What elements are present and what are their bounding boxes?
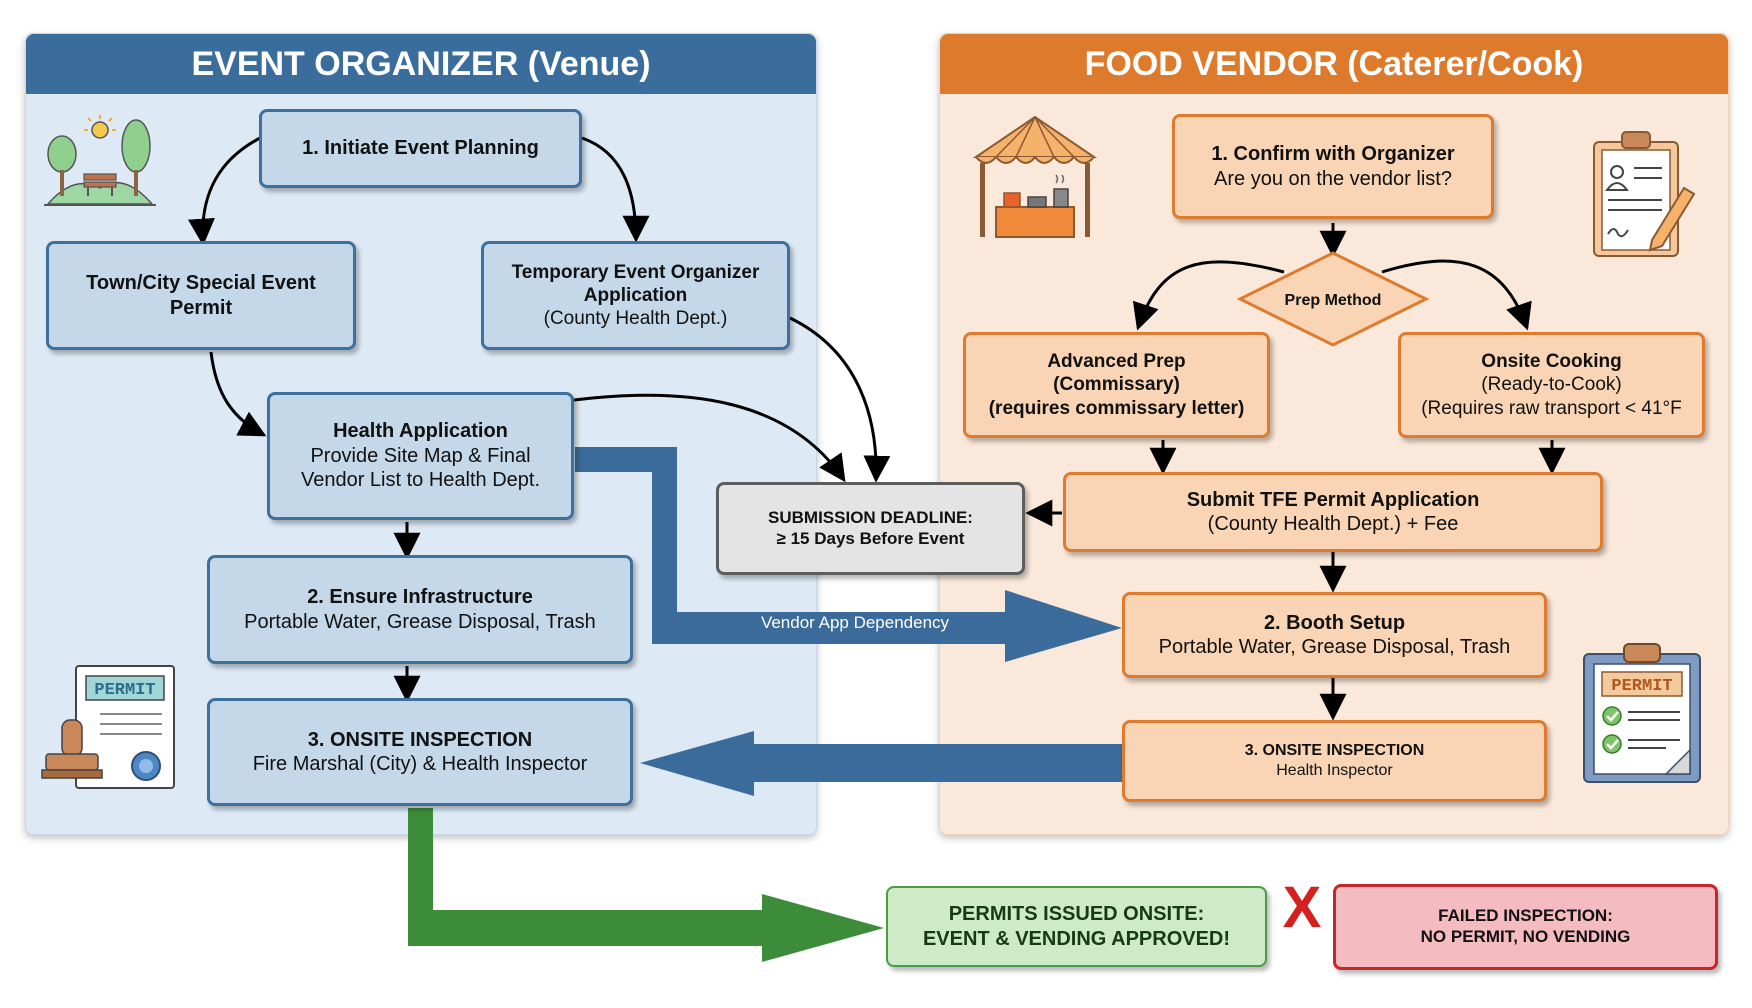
step-confirm-with-organizer: 1. Confirm with Organizer Are you on the… — [1172, 114, 1494, 219]
park-icon — [44, 115, 156, 206]
permit-checklist-icon: PERMIT — [1583, 643, 1701, 783]
vendor-lane-title: FOOD VENDOR (Caterer/Cook) — [940, 34, 1728, 94]
step-special-permit-title: Town/City Special Event Permit — [86, 272, 316, 319]
step-booth-subtitle: Portable Water, Grease Disposal, Trash — [1158, 636, 1511, 658]
vendor-booth-icon — [972, 115, 1098, 238]
outcome-failed: FAILED INSPECTION: NO PERMIT, NO VENDING — [1333, 884, 1718, 970]
step-health-line1: Provide Site Map & Final — [310, 444, 531, 467]
step-infra-subtitle: Portable Water, Grease Disposal, Trash — [244, 610, 596, 633]
step-vendor-inspection: 3. ONSITE INSPECTION Health Inspector — [1122, 720, 1547, 802]
step-advanced-line3: (requires commissary letter) — [988, 397, 1245, 419]
step-advanced-line2: (Commissary) — [1053, 374, 1180, 396]
step-temporg-subtitle: (County Health Dept.) — [543, 308, 728, 330]
step-submit-subtitle: (County Health Dept.) + Fee — [1207, 513, 1459, 535]
outcome-failed-line2: NO PERMIT, NO VENDING — [1420, 927, 1631, 946]
step-booth-title: 2. Booth Setup — [1263, 611, 1406, 634]
step-temporary-organizer-app: Temporary Event Organizer Application (C… — [481, 241, 790, 350]
step-advanced-prep: Advanced Prep (Commissary) (requires com… — [963, 332, 1270, 438]
organizer-lane-title: EVENT ORGANIZER (Venue) — [26, 34, 816, 94]
step-confirm-title: 1. Confirm with Organizer — [1211, 143, 1455, 166]
step-submit-title: Submit TFE Permit Application — [1186, 488, 1480, 511]
outcome-approved: PERMITS ISSUED ONSITE: EVENT & VENDING A… — [886, 886, 1267, 967]
step-special-event-permit: Town/City Special Event Permit — [46, 241, 356, 350]
permit-stamp-text: PERMIT — [94, 681, 155, 700]
outcome-approved-line2: EVENT & VENDING APPROVED! — [922, 927, 1231, 950]
step-onsite-line2: (Requires raw transport < 41°F — [1421, 397, 1682, 419]
step-temporg-title: Temporary Event Organizer Application — [511, 261, 760, 306]
outcome-approved-line1: PERMITS ISSUED ONSITE: — [948, 903, 1205, 926]
step-confirm-subtitle: Are you on the vendor list? — [1214, 167, 1452, 190]
step-onsite-cooking: Onsite Cooking (Ready-to-Cook) (Requires… — [1398, 332, 1705, 438]
step-infra-title: 2. Ensure Infrastructure — [307, 586, 533, 609]
step-ensure-infrastructure: 2. Ensure Infrastructure Portable Water,… — [207, 555, 633, 664]
step-health-line2: Vendor List to Health Dept. — [300, 469, 541, 492]
clipboard-form-icon — [1593, 131, 1696, 257]
step-onsite-line1: (Ready-to-Cook) — [1481, 374, 1622, 396]
deadline-line2: ≥ 15 Days Before Event — [776, 528, 965, 548]
step-vendor-inspection-subtitle: Health Inspector — [1276, 762, 1393, 779]
step-org-inspection-title: 3. ONSITE INSPECTION — [307, 728, 533, 751]
step-initiate-title: 1. Initiate Event Planning — [302, 137, 539, 160]
step-booth-setup: 2. Booth Setup Portable Water, Grease Di… — [1122, 592, 1547, 678]
step-submit-tfe-permit: Submit TFE Permit Application (County He… — [1063, 472, 1603, 552]
dependency-arrow-label: Vendor App Dependency — [760, 613, 950, 632]
step-health-title: Health Application — [333, 420, 508, 443]
permit-checklist-text: PERMIT — [1611, 677, 1672, 696]
step-vendor-inspection-title: 3. ONSITE INSPECTION — [1244, 742, 1425, 760]
step-health-application: Health Application Provide Site Map & Fi… — [267, 392, 574, 520]
step-organizer-inspection: 3. ONSITE INSPECTION Fire Marshal (City)… — [207, 698, 633, 806]
step-org-inspection-subtitle: Fire Marshal (City) & Health Inspector — [252, 753, 588, 775]
submission-deadline: SUBMISSION DEADLINE: ≥ 15 Days Before Ev… — [716, 482, 1025, 575]
deadline-line1: SUBMISSION DEADLINE: — [768, 507, 973, 527]
step-onsite-title: Onsite Cooking — [1481, 351, 1622, 373]
step-initiate-event-planning: 1. Initiate Event Planning — [259, 109, 582, 188]
outcome-failed-line1: FAILED INSPECTION: — [1438, 906, 1613, 926]
permit-stamp-icon: PERMIT — [41, 665, 175, 789]
outcome-separator-x: X — [1282, 875, 1322, 940]
step-advanced-line1: Advanced Prep — [1047, 351, 1186, 373]
